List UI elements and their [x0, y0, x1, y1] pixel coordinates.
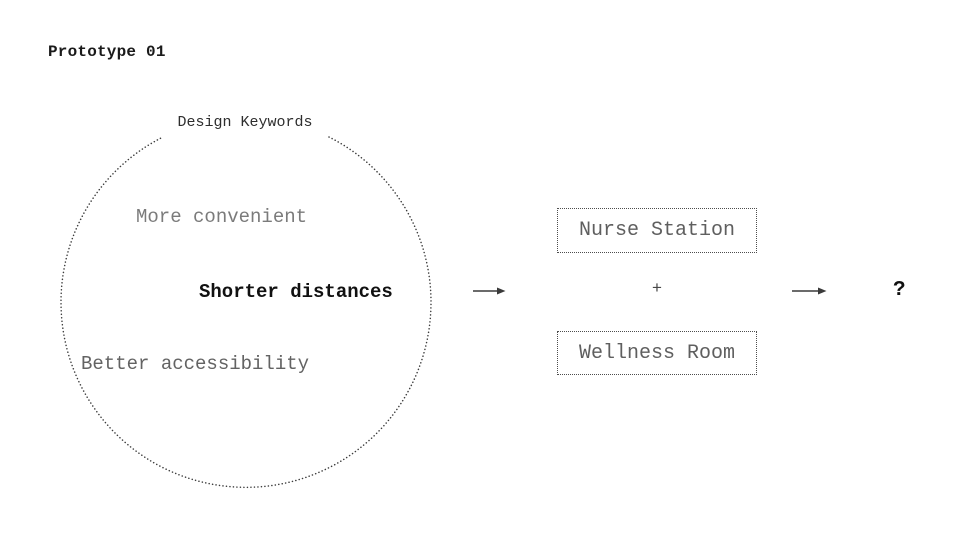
keyword-more-convenient: More convenient [136, 206, 308, 228]
node-nurse-station: Nurse Station [557, 208, 757, 253]
keyword-circle-label: Design Keywords [171, 114, 319, 131]
keyword-better-accessibility: Better accessibility [81, 353, 310, 375]
plus-operator: + [651, 280, 663, 299]
result-question-mark: ? [893, 279, 906, 302]
keyword-shorter-distances: Shorter distances [199, 281, 393, 303]
page-title: Prototype 01 [48, 43, 166, 61]
keyword-circle-outline [60, 136, 432, 489]
arrow-right-icon [473, 287, 506, 295]
node-wellness-room-label: Wellness Room [578, 341, 736, 365]
arrow-right-icon [792, 287, 827, 295]
node-nurse-station-label: Nurse Station [578, 219, 736, 242]
node-wellness-room: Wellness Room [557, 331, 757, 375]
